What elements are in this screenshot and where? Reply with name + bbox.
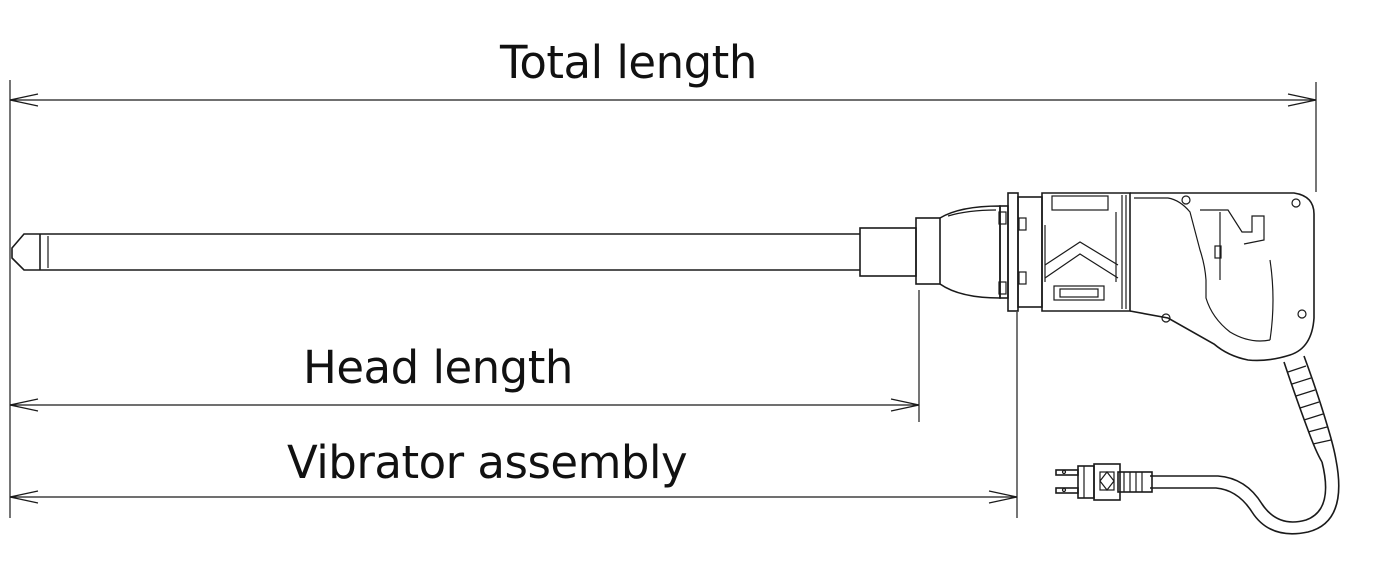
power-plug bbox=[1055, 463, 1153, 501]
coupling-flange bbox=[939, 192, 1043, 312]
handle-body bbox=[1129, 192, 1315, 362]
motor-housing bbox=[1041, 192, 1131, 312]
power-cable bbox=[1150, 459, 1340, 535]
total-length-label: Total length bbox=[500, 36, 757, 89]
head-length-dimension bbox=[9, 290, 920, 422]
head-length-label: Head length bbox=[303, 341, 573, 394]
vibrator-assembly-dimension bbox=[9, 312, 1018, 518]
cable-strain-relief bbox=[1283, 355, 1337, 463]
total-length-dimension bbox=[9, 80, 1317, 518]
vibrator-assembly-label: Vibrator assembly bbox=[287, 436, 688, 489]
vibrator-head bbox=[11, 217, 941, 285]
